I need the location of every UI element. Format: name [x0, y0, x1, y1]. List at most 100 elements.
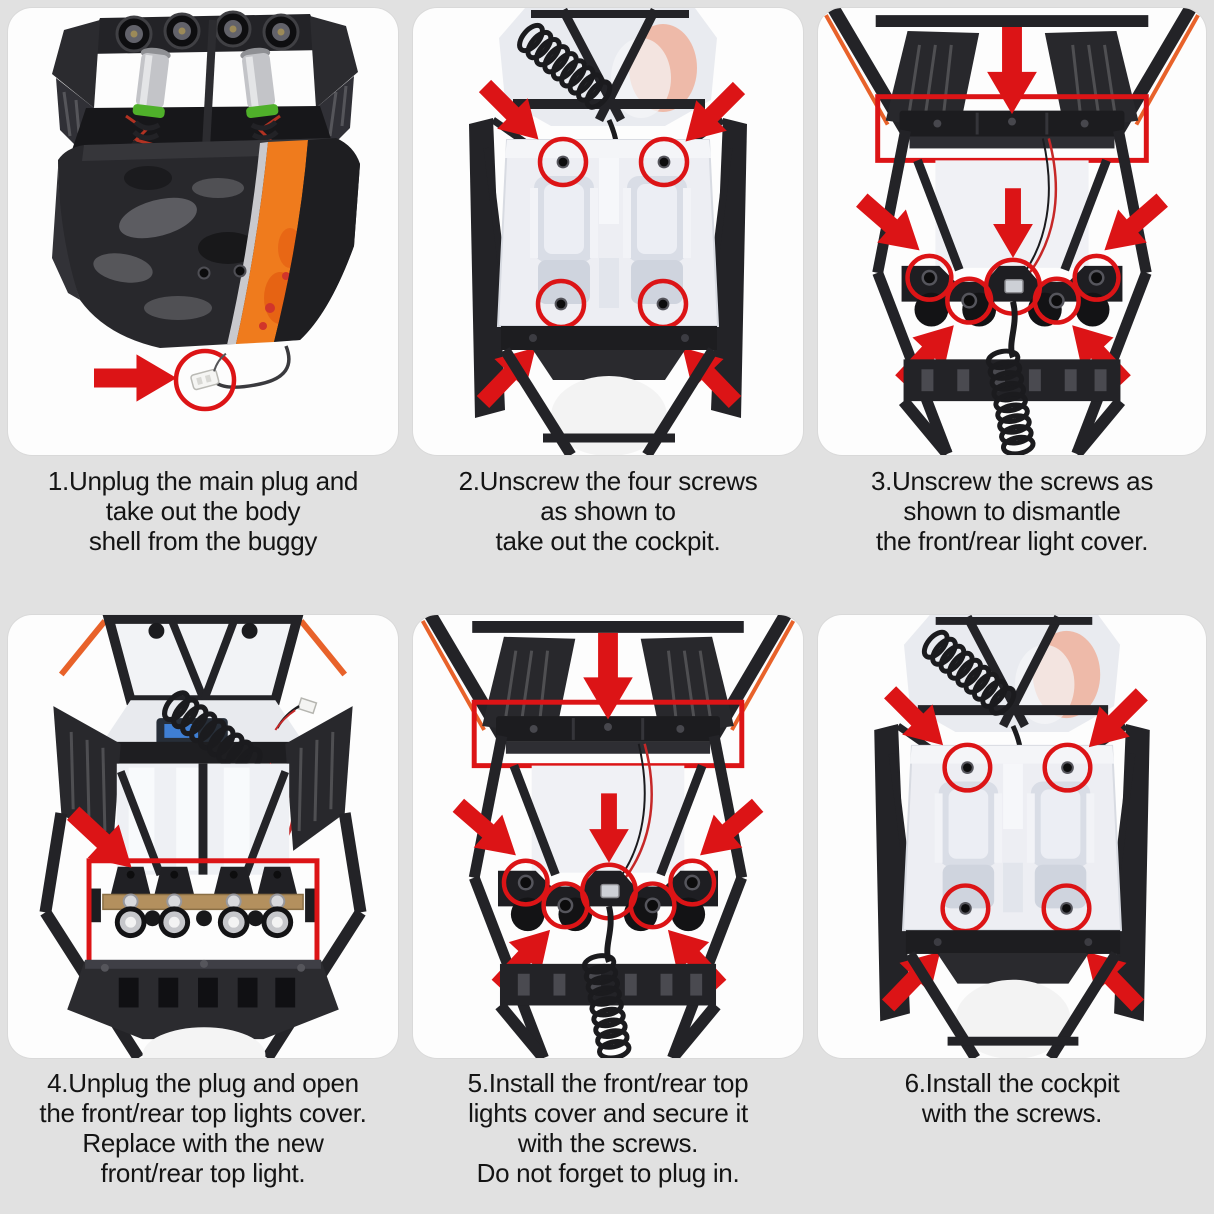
cage-wing-right [310, 16, 358, 108]
shock-absorber-left [131, 47, 171, 151]
cockpit-seat-left [934, 781, 1003, 909]
screw-circle [668, 858, 717, 907]
main-plug-wire [211, 345, 291, 389]
plug-cable [604, 905, 614, 963]
cockpit-screws [554, 155, 671, 311]
step-5-caption: 5.Install the front/rear top lights cove… [413, 1068, 803, 1204]
light-bar-cover [899, 110, 1125, 149]
silver-stripe [227, 142, 268, 345]
center-console [599, 158, 619, 224]
antenna-tube [202, 19, 217, 149]
install-cockpit-scene [872, 615, 1157, 1058]
open-light-bar-scene [39, 615, 367, 1058]
light-cover-screws-scene [824, 8, 1200, 455]
mesh-wing-left [482, 636, 576, 736]
caption-line: 3.Unscrew the screws as [870, 466, 1154, 496]
step-1-caption: 1.Unplug the main plug and take out the … [8, 466, 398, 596]
cockpit-seat-left [530, 176, 598, 304]
install-light-cover-scene [420, 615, 796, 1058]
step-4-caption: 4.Unplug the plug and open the front/rea… [8, 1068, 398, 1204]
center-plug [600, 883, 620, 899]
new-light-bar [89, 866, 317, 939]
mesh-wing-left [53, 706, 121, 851]
screw-circle [942, 742, 993, 793]
rear-truss [917, 615, 1109, 729]
brass-light-board [102, 893, 304, 911]
center-plug [1004, 279, 1024, 294]
caption-line: with the screws. [921, 1098, 1103, 1128]
step-5-photo [413, 615, 803, 1058]
caption-line: Replace with the new [82, 1128, 324, 1158]
caption-line: 5.Install the front/rear top [467, 1068, 749, 1098]
caption-line: take out the body [105, 496, 301, 526]
step-2-photo [413, 8, 803, 455]
caption-line: 2.Unscrew the four screws [458, 466, 758, 496]
red-lead-wire [1027, 138, 1058, 275]
caption-line: with the screws. [517, 1128, 699, 1158]
step-6-caption: 6.Install the cockpit with the screws. [818, 1068, 1206, 1204]
center-console [1003, 763, 1023, 830]
body-shell [52, 138, 360, 348]
orange-accent [298, 619, 348, 677]
step-2-caption: 2.Unscrew the four screws as shown to ta… [413, 466, 803, 596]
caption-line: take out the cockpit. [495, 526, 721, 556]
rear-plug [297, 697, 318, 715]
red-arrow-down-top [987, 27, 1037, 115]
red-arrow-down-top [583, 632, 633, 720]
caption-line: 4.Unplug the plug and open [47, 1068, 359, 1098]
light-housing [914, 292, 949, 327]
mesh-wing-right [640, 636, 734, 736]
step-3-photo [818, 8, 1206, 455]
plug-cable [1008, 300, 1018, 359]
light-lens [114, 906, 294, 939]
screw-circle [905, 253, 954, 302]
body-dark-edge [274, 138, 360, 342]
red-arrow-right [94, 354, 177, 402]
caption-line: the front/rear light cover. [875, 526, 1149, 556]
plug-highlight-circle [173, 348, 237, 412]
red-lead-wire [623, 743, 653, 880]
body-screw [197, 266, 211, 280]
screw-circle [1042, 742, 1093, 793]
caption-line: the front/rear top lights cover. [39, 1098, 367, 1128]
step-3-caption: 3.Unscrew the screws as shown to dismant… [818, 466, 1206, 596]
screw-circle [1032, 276, 1081, 325]
bumper-nose [142, 1027, 266, 1058]
screw-circle [537, 136, 589, 188]
step-4-photo [8, 615, 398, 1058]
caption-line: Do not forget to plug in. [476, 1158, 740, 1188]
screw-circle [1072, 253, 1121, 302]
orange-accent [58, 619, 108, 677]
shock-green-collar [246, 104, 279, 119]
light-pod-bar [86, 10, 326, 54]
caption-line: lights cover and secure it [468, 1098, 748, 1128]
cockpit-seat-right [1026, 781, 1095, 909]
mesh-wing-right [1044, 31, 1139, 131]
step-1-photo [8, 8, 398, 455]
caption-line: 1.Unplug the main plug and [47, 466, 359, 496]
main-plug [190, 352, 227, 391]
light-bar-cover [496, 716, 720, 754]
cockpit-seat-right [623, 176, 691, 304]
mesh-wing-right [285, 706, 353, 851]
light-pod [115, 10, 300, 53]
caption-line: front/rear top light. [100, 1158, 306, 1188]
rear-truss [513, 8, 705, 123]
light-housing [510, 897, 545, 932]
mesh-wing-left [885, 31, 980, 131]
caption-line: shell from the buggy [88, 526, 318, 556]
cockpit-screws [959, 761, 1074, 915]
screw-circle [628, 881, 677, 930]
caption-line: as shown to [540, 496, 676, 526]
body-side-flap [52, 168, 80, 300]
step-6-photo [818, 615, 1206, 1058]
caption-line: shown to dismantle [903, 496, 1121, 526]
screw-circle [501, 858, 550, 907]
caption-line: 6.Install the cockpit [904, 1068, 1120, 1098]
orange-stripe [236, 140, 308, 344]
cross-rail [905, 930, 1121, 954]
cockpit-screws-scene [467, 8, 755, 455]
body-screw [233, 264, 247, 278]
shock-green-collar [132, 104, 165, 119]
